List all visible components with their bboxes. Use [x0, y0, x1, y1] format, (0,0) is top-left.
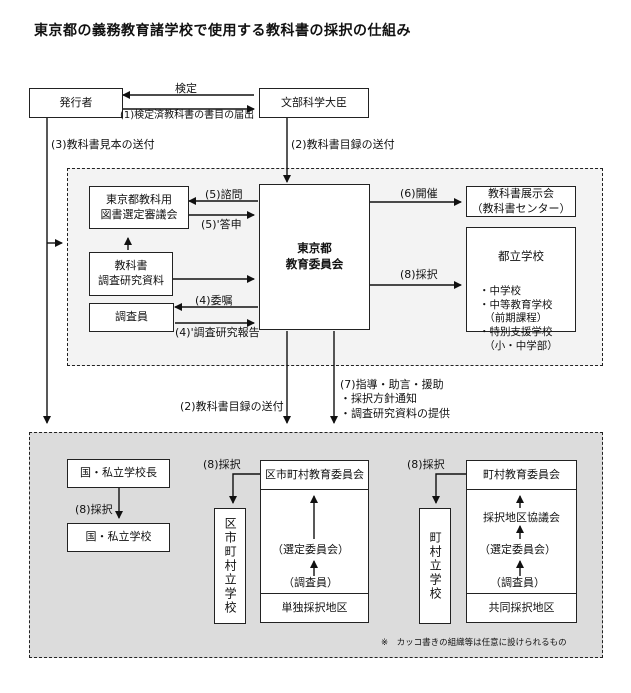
label-ward-investigator: （調査員）	[283, 576, 338, 589]
label-research-report: (4)'調査研究報告	[175, 326, 260, 339]
label-town-investigator: （調査員）	[490, 576, 545, 589]
label-ward-selection: （選定委員会）	[272, 543, 349, 556]
joint-district-box: 共同採択地区	[466, 593, 577, 623]
national-private-school-box: 国・私立学校	[67, 523, 170, 552]
label-adopt-ward: (8)採択	[203, 458, 241, 471]
selection-council-box: 東京都教科用 図書選定審議会	[89, 186, 189, 229]
label-answer: (5)'答申	[201, 218, 242, 231]
investigator-box: 調査員	[89, 303, 174, 332]
label-exhibition: (6)開催	[400, 187, 438, 200]
footnote: ※ カッコ書きの組織等は任意に設けられるもの	[381, 638, 567, 648]
textbook-exhibition-box: 教科書展示会 （教科書センター）	[466, 186, 576, 217]
metro-school-items: ・中学校 ・中等教育学校 （前期課程） ・特別支援学校 （小・中学部）	[479, 285, 558, 352]
label-catalog-send-2: (2)教科書目録の送付	[180, 400, 284, 413]
metro-school-box: 都立学校 ・中学校 ・中等教育学校 （前期課程） ・特別支援学校 （小・中学部）	[466, 227, 576, 352]
label-adopt-metro: (8)採択	[400, 268, 438, 281]
town-school-box: 町村立学校	[419, 508, 451, 624]
label-sample-send: (3)教科書見本の送付	[51, 138, 155, 151]
label-consult: (5)諮問	[205, 188, 243, 201]
national-private-head-box: 国・私立学校長	[67, 459, 170, 488]
research-materials-box: 教科書 調査研究資料	[89, 252, 173, 296]
label-catalog-send-1: (2)教科書目録の送付	[291, 138, 395, 151]
label-town-selection: （選定委員会）	[479, 543, 556, 556]
tokyo-board-box: 東京都 教育委員会	[259, 184, 370, 330]
label-guidance: (7)指導・助言・援助 ・採択方針通知 ・調査研究資料の提供	[340, 378, 450, 420]
label-kentei: 検定	[175, 82, 197, 95]
page-title: 東京都の義務教育諸学校で使用する教科書の採択の仕組み	[34, 23, 411, 39]
minister-box: 文部科学大臣	[259, 88, 369, 118]
label-adopt-national: (8)採択	[75, 503, 113, 516]
joint-district-panel	[466, 489, 577, 594]
label-joint-council: 採択地区協議会	[483, 511, 560, 524]
label-notification: (1)検定済教科書の書目の届出	[120, 110, 255, 121]
town-board-box: 町村教育委員会	[466, 460, 577, 490]
single-district-box: 単独採択地区	[260, 593, 369, 623]
label-commission: (4)委嘱	[195, 294, 233, 307]
ward-board-box: 区市町村教育委員会	[260, 460, 369, 490]
metro-school-title: 都立学校	[498, 248, 544, 263]
ward-school-box: 区市町村立学校	[214, 508, 246, 624]
publisher-box: 発行者	[29, 88, 123, 118]
label-adopt-town: (8)採択	[407, 458, 445, 471]
